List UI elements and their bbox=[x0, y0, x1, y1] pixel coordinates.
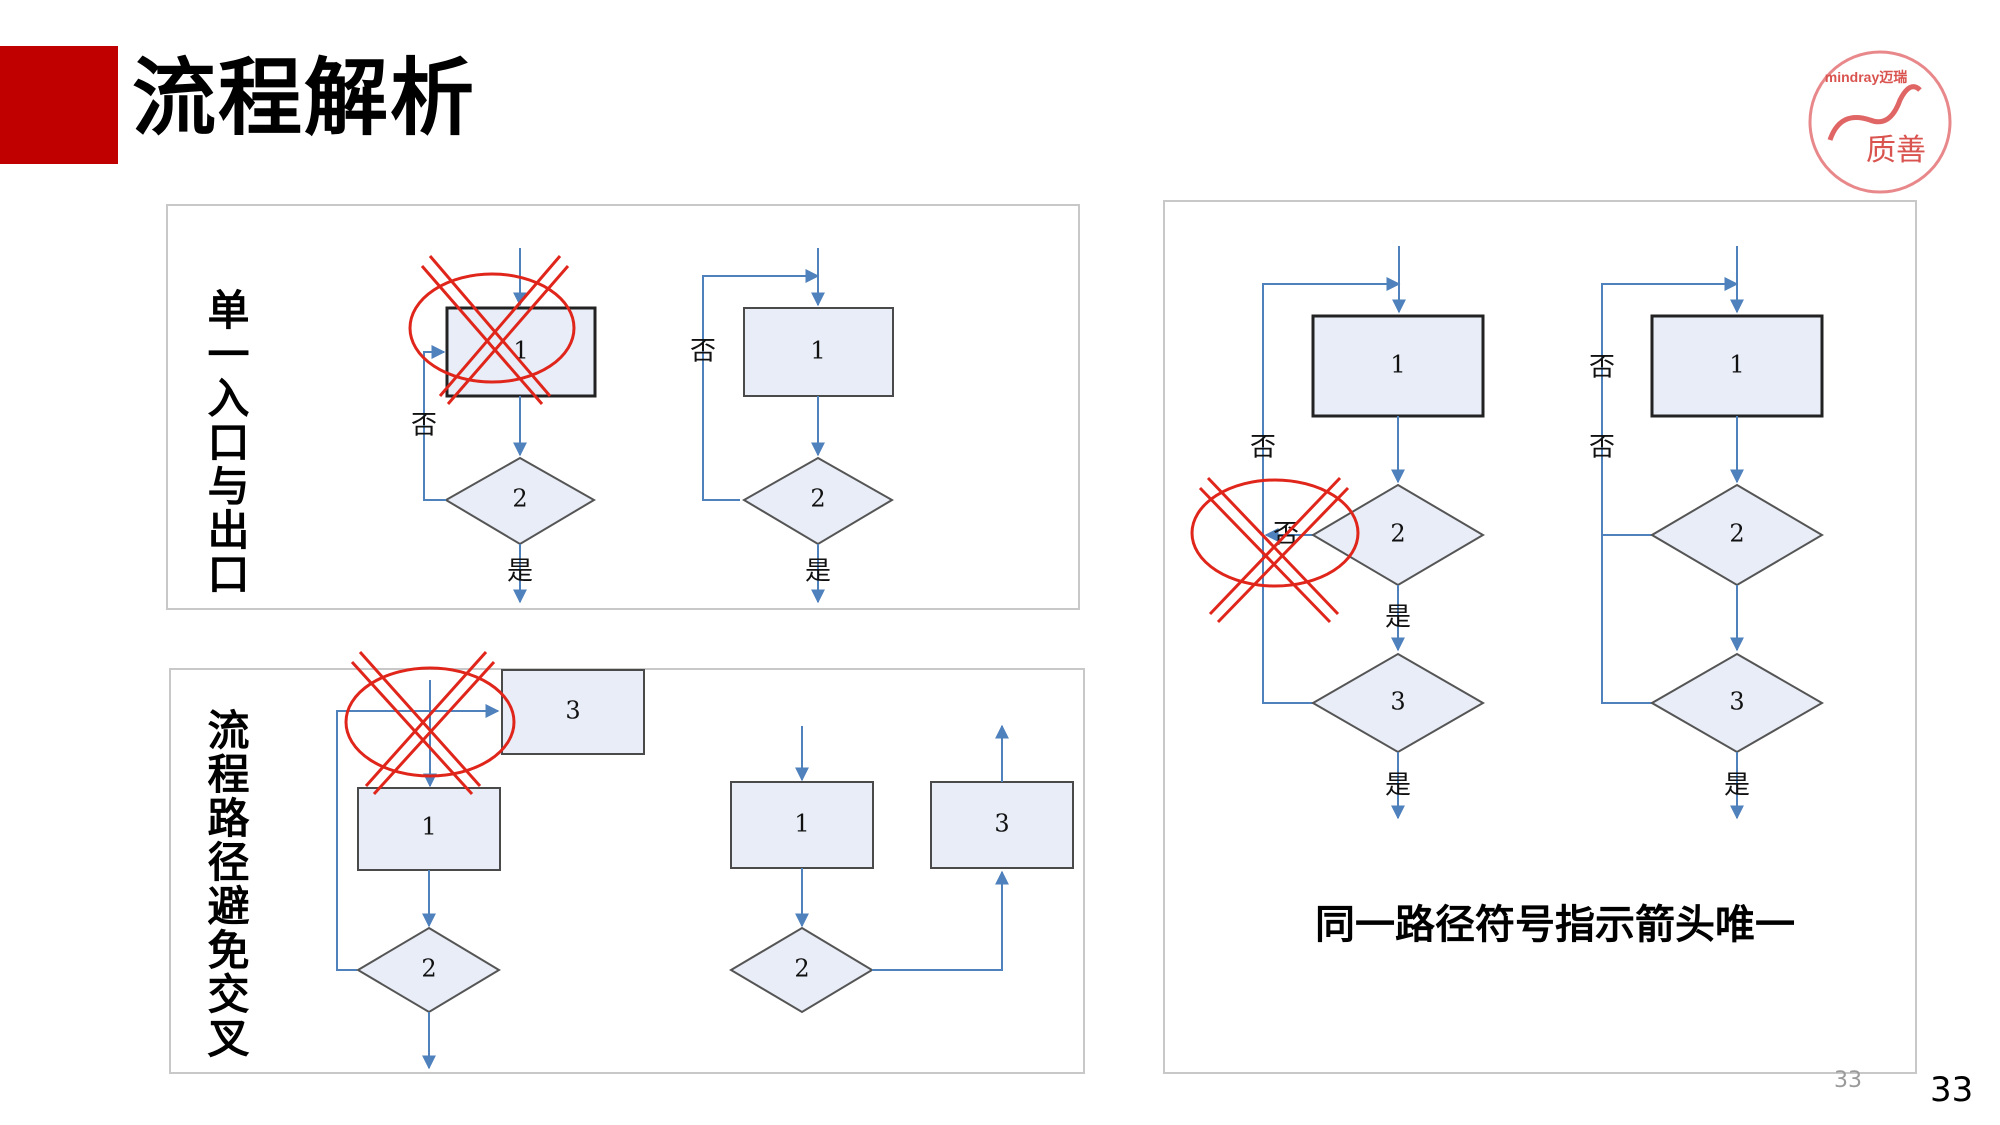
p2r-process-1 bbox=[730, 781, 874, 869]
p3r-process-1 bbox=[1650, 314, 1824, 418]
page-number: 33 bbox=[1930, 1070, 1974, 1110]
logo-brand-text: mindray迈瑞 bbox=[1825, 69, 1907, 85]
p3l-process-1 bbox=[1311, 314, 1485, 418]
p1l-cross-circle-icon bbox=[408, 272, 576, 384]
p2r-process-3 bbox=[930, 781, 1074, 869]
p2l-process-3-label: 3 bbox=[565, 697, 580, 725]
p3r-no-label-1: 否 bbox=[1589, 353, 1615, 383]
title-accent-bar bbox=[0, 46, 118, 164]
p3l-no-label-1: 否 bbox=[1250, 433, 1276, 463]
panel-single-entry bbox=[166, 204, 1080, 610]
p2-right-flow: 1 2 3 bbox=[729, 724, 1074, 1014]
p1l-no-label: 否 bbox=[411, 411, 437, 441]
p1r-decision-2-label: 2 bbox=[810, 485, 825, 513]
p2l-process-1-label: 1 bbox=[421, 813, 436, 841]
p1r-process-1 bbox=[743, 307, 894, 397]
p2l-decision-2-label: 2 bbox=[421, 955, 436, 983]
p1l-yes-label: 是 bbox=[507, 557, 533, 587]
page-title: 流程解析 bbox=[132, 49, 477, 147]
p2r-process-3-label: 3 bbox=[994, 810, 1009, 838]
p2l-process-3 bbox=[501, 669, 645, 755]
p2r-process-1-label: 1 bbox=[794, 810, 809, 838]
label-unique-arrow: 同一路径符号指示箭头唯一 bbox=[1315, 902, 1795, 948]
p3r-decision-2-label: 2 bbox=[1729, 520, 1744, 548]
p1r-yes-label: 是 bbox=[805, 557, 831, 587]
p2l-cross-circle-icon bbox=[344, 666, 516, 778]
p3-right-flow: 1 2 否 否 3 是 bbox=[1589, 246, 1825, 820]
p3l-cross-circle-icon bbox=[1190, 478, 1360, 588]
p1l-decision-2-label: 2 bbox=[512, 485, 527, 513]
p3l-process-1-label: 1 bbox=[1390, 351, 1405, 379]
label-avoid-cross: 流程路径避免交叉 bbox=[201, 708, 250, 1060]
p1l-cross-icon bbox=[428, 255, 552, 397]
mindray-logo: mindray迈瑞 质善 bbox=[1808, 50, 1952, 194]
p3r-no-label-2: 否 bbox=[1589, 433, 1615, 463]
p3r-process-1-label: 1 bbox=[1729, 351, 1744, 379]
p3r-decision-3-label: 3 bbox=[1729, 688, 1744, 716]
p2r-decision-2 bbox=[729, 926, 874, 1014]
p1-left-flow: 1 2 否 是 bbox=[408, 248, 597, 604]
p3l-yes-label-2: 是 bbox=[1385, 603, 1411, 633]
p3l-decision-2-label: 2 bbox=[1390, 520, 1405, 548]
p3l-decision-3-label: 3 bbox=[1390, 688, 1405, 716]
logo-motto-text: 质善 bbox=[1866, 133, 1926, 168]
p2l-cross-icon bbox=[358, 650, 482, 788]
p2-left-flow: 3 1 2 bbox=[336, 650, 645, 1070]
p3l-yes-label-3: 是 bbox=[1385, 771, 1411, 801]
p2r-decision-2-label: 2 bbox=[794, 955, 809, 983]
p1r-process-1-label: 1 bbox=[810, 337, 825, 365]
p1r-no-label: 否 bbox=[690, 337, 716, 367]
p3r-yes-label: 是 bbox=[1724, 771, 1750, 801]
p1-right-flow: 1 2 否 是 bbox=[690, 248, 894, 604]
label-single-entry: 单一入口与出口 bbox=[201, 288, 250, 596]
p3-left-flow: 1 2 否 否 是 3 是 bbox=[1190, 246, 1486, 820]
page-number-small: 33 bbox=[1834, 1068, 1862, 1093]
